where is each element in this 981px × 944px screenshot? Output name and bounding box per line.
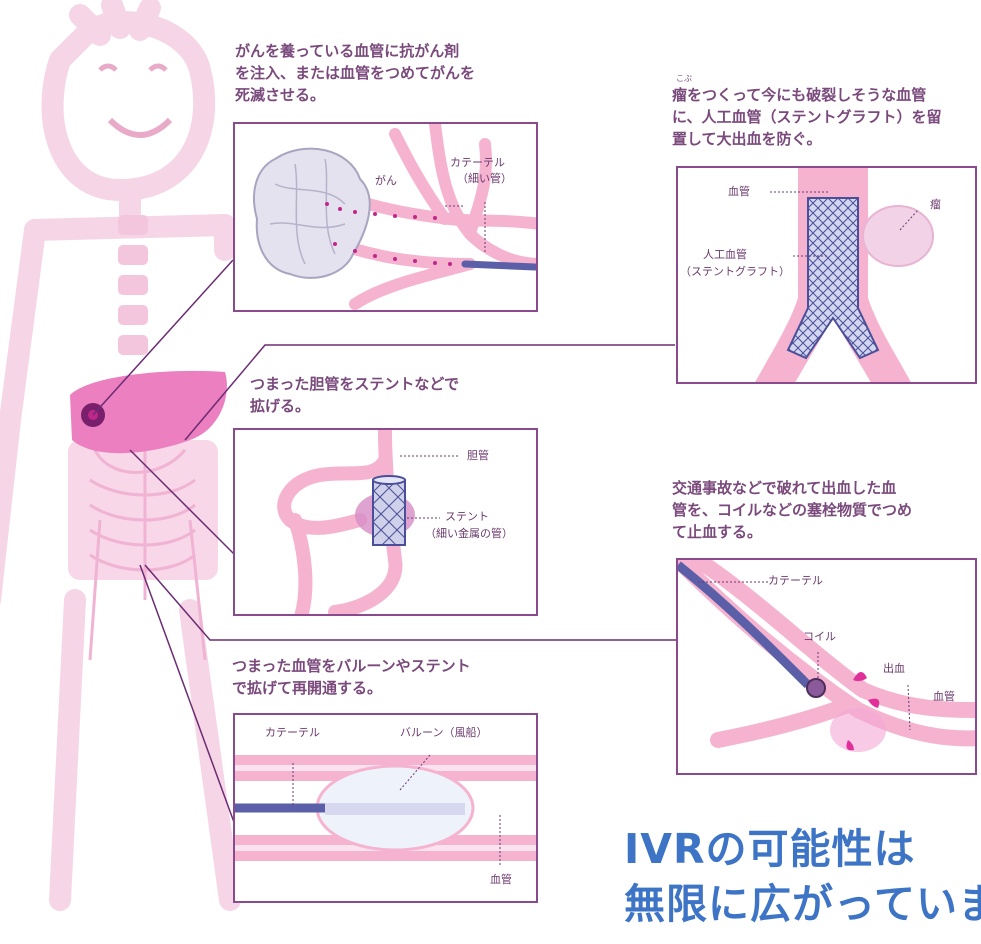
cancer-panel: がん カテーテル （細い管） bbox=[233, 122, 538, 312]
caption-line: 瘤をつくって今にも破裂しそうな血管 bbox=[672, 84, 977, 106]
bleed-label: 出血 bbox=[883, 662, 905, 676]
headline-line-2: 無限に広がっていま bbox=[624, 880, 981, 928]
vessel-label: 血管 bbox=[933, 690, 955, 704]
caption-line: つまった血管をバルーンやステント bbox=[232, 655, 562, 677]
vessel-label: 血管 bbox=[490, 873, 512, 887]
caption-line: 死滅させる。 bbox=[235, 84, 565, 106]
catheter-label: カテーテル bbox=[768, 574, 823, 588]
bleeding-panel: カテーテル コイル 出血 血管 bbox=[676, 558, 977, 775]
caption-line: に、人工血管（ステントグラフト）を留 bbox=[672, 106, 977, 128]
catheter-label: カテーテル bbox=[265, 726, 320, 740]
catheter-line bbox=[465, 264, 535, 267]
tumor-shape bbox=[254, 149, 370, 278]
aneurysm-caption: 瘤をつくって今にも破裂しそうな血管 に、人工血管（ステントグラフト）を留 置して… bbox=[672, 84, 977, 150]
stent-label: ステント bbox=[445, 510, 489, 524]
bleeding-caption: 交通事故などで破れて出血した血 管を、コイルなどの塞栓物質でつめ て止血する。 bbox=[672, 477, 977, 543]
stent-sublabel: （細い金属の管） bbox=[425, 527, 513, 541]
aneurysm-ruby: こぶ bbox=[676, 73, 692, 84]
catheter-sublabel: （細い管） bbox=[457, 172, 512, 186]
catheter-label: カテーテル bbox=[450, 156, 505, 170]
balloon-panel: カテーテル バルーン（風船） 血管 bbox=[233, 713, 538, 903]
bile-illustration bbox=[235, 430, 538, 616]
cancer-caption: がんを養っている血管に抗がん剤 を注入、または血管をつめてがんを 死滅させる。 bbox=[235, 40, 565, 106]
coil-blob bbox=[807, 679, 825, 697]
balloon-caption: つまった血管をバルーンやステント で拡げて再開通する。 bbox=[232, 655, 562, 699]
aneurysm-label: 瘤 bbox=[930, 198, 941, 212]
graft-sublabel: （ステントグラフト） bbox=[680, 265, 790, 279]
caption-line: て止血する。 bbox=[672, 521, 977, 543]
caption-line: 交通事故などで破れて出血した血 bbox=[672, 477, 977, 499]
caption-line: 置して大出血を防ぐ。 bbox=[672, 128, 977, 150]
caption-line: 管を、コイルなどの塞栓物質でつめ bbox=[672, 499, 977, 521]
caption-line: つまった胆管をステントなどで bbox=[250, 373, 570, 395]
bleeding-illustration bbox=[678, 560, 977, 775]
caption-line: がんを養っている血管に抗がん剤 bbox=[235, 40, 565, 62]
cancer-illustration bbox=[235, 124, 538, 312]
coil-label: コイル bbox=[803, 630, 836, 644]
bile-panel: 胆管 ステント （細い金属の管） bbox=[233, 428, 538, 616]
vessel-label: 血管 bbox=[728, 185, 750, 199]
graft-label: 人工血管 bbox=[703, 248, 747, 262]
headline-line-1: IVRの可能性は bbox=[624, 825, 916, 873]
caption-line: を注入、または血管をつめてがんを bbox=[235, 62, 565, 84]
caption-line: で拡げて再開通する。 bbox=[232, 677, 562, 699]
duct-label: 胆管 bbox=[467, 449, 489, 463]
caption-line: 拡げる。 bbox=[250, 395, 570, 417]
stent-mesh bbox=[373, 476, 405, 545]
aneurysm-panel: 血管 瘤 人工血管 （ステントグラフト） bbox=[676, 166, 977, 384]
balloon-label: バルーン（風船） bbox=[400, 726, 487, 740]
aneurysm-bulge bbox=[863, 206, 933, 266]
bile-caption: つまった胆管をステントなどで 拡げる。 bbox=[250, 373, 570, 417]
tumor-label: がん bbox=[375, 174, 397, 188]
